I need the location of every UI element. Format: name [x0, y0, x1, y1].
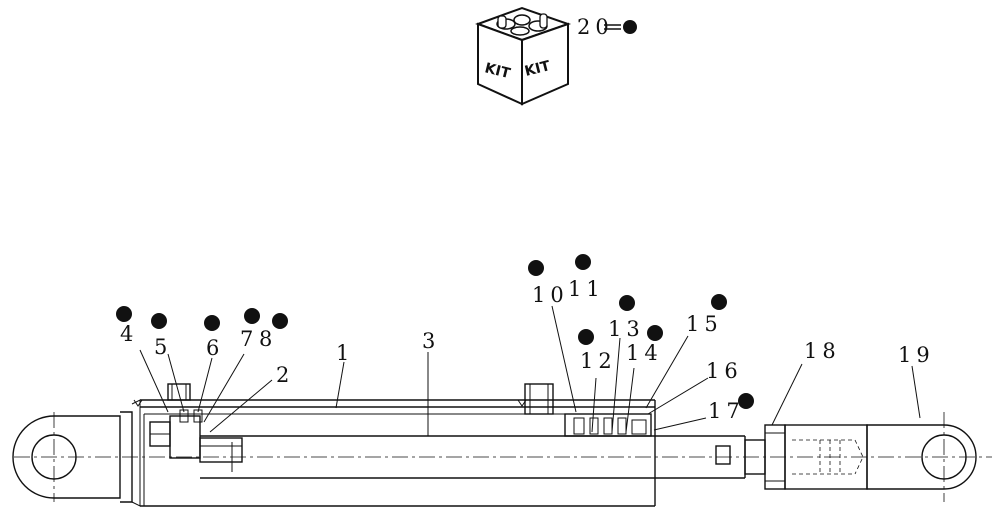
callout-3: 3	[422, 329, 440, 353]
callout-10: 10	[532, 283, 569, 307]
callout-4: 4	[120, 322, 138, 346]
callout-15: 15	[686, 312, 723, 336]
kit-label-right: KIT	[523, 58, 552, 80]
callout-16: 16	[706, 359, 743, 383]
callout-5: 5	[154, 335, 172, 359]
cylinder-head	[564, 413, 652, 437]
callout-2: 2	[276, 363, 294, 387]
callout-17: 17	[708, 399, 745, 423]
leader-lines	[139, 305, 921, 436]
callout-12: 12	[580, 349, 617, 373]
left-clevis-eye	[12, 399, 141, 507]
callout-19: 19	[898, 343, 935, 367]
right-rod-end	[744, 424, 977, 490]
callout-20: 20	[577, 15, 614, 39]
callout-7: 7	[240, 327, 258, 351]
callout-1: 1	[336, 341, 354, 365]
callout-13: 13	[608, 317, 645, 341]
callout-18: 18	[804, 339, 841, 363]
callout-6: 6	[206, 336, 224, 360]
cylinder-barrel	[133, 383, 656, 507]
callout-11: 11	[568, 277, 605, 301]
kit-marker-dot	[623, 20, 637, 34]
kit-label-left: KIT	[483, 60, 512, 82]
service-part-dots	[116, 254, 754, 409]
callout-14: 14	[626, 341, 663, 365]
kit-box-icon: KIT KIT	[475, 6, 572, 106]
callout-8: 8	[259, 327, 277, 351]
piston-rod	[200, 435, 746, 479]
